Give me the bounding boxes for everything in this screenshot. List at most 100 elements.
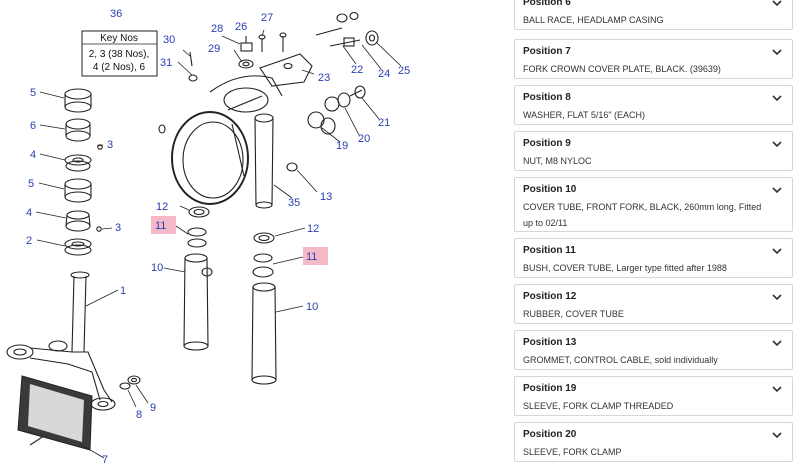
part-card-position-13[interactable]: Position 13 GROMMET, CONTROL CABLE, sold…	[514, 330, 793, 370]
part-position: Position 11	[523, 245, 576, 256]
sleeve-20-icon	[324, 92, 351, 112]
callout-1: 1	[120, 285, 126, 297]
chevron-down-icon[interactable]	[771, 430, 783, 440]
headlamp-casing-icon	[158, 75, 283, 209]
part-position: Position 7	[523, 46, 571, 57]
part-card-position-7[interactable]: Position 7 FORK CROWN COVER PLATE, BLACK…	[514, 39, 793, 79]
part-card-position-9[interactable]: Position 9 NUT, M8 NYLOC	[514, 131, 793, 171]
chevron-down-icon[interactable]	[771, 185, 783, 195]
screw-26-icon	[258, 34, 266, 52]
part-description: RUBBER, COVER TUBE	[523, 309, 624, 319]
sleeve-21-icon	[349, 85, 366, 99]
part-description: FORK CROWN COVER PLATE, BLACK. (39639)	[523, 64, 721, 74]
clamp-25-icon	[365, 30, 379, 46]
cover-tube-10-right-icon	[251, 282, 277, 385]
callout-21: 21	[378, 117, 390, 129]
callout-8: 8	[136, 409, 142, 421]
callout-23: 23	[318, 72, 330, 84]
cup-2-icon	[64, 238, 92, 256]
callout-4-mid: 4	[26, 207, 32, 219]
screw-27-icon	[279, 32, 287, 52]
part-position: Position 12	[523, 291, 577, 302]
callout-31: 31	[160, 57, 172, 69]
washer-29-icon	[238, 59, 254, 69]
part-description: SLEEVE, FORK CLAMP THREADED	[523, 401, 674, 411]
callout-11-right: 11	[306, 251, 317, 263]
callout-5-top: 5	[30, 87, 36, 99]
callout-12-left: 12	[156, 201, 168, 213]
callout-35: 35	[288, 197, 300, 209]
screw-30-icon	[189, 51, 193, 67]
callout-6: 6	[30, 120, 36, 132]
callout-20: 20	[358, 133, 370, 145]
stud-22-icon	[315, 27, 343, 36]
key-box-text: Key Nos 2, 3 (38 Nos), 4 (2 Nos), 6	[89, 33, 150, 73]
part-card-position-12[interactable]: Position 12 RUBBER, COVER TUBE	[514, 284, 793, 324]
chevron-down-icon[interactable]	[771, 384, 783, 394]
sleeve-19-icon	[307, 111, 336, 135]
part-position: Position 8	[523, 92, 571, 103]
chevron-down-icon[interactable]	[771, 292, 783, 302]
part-description: WASHER, FLAT 5/16" (EACH)	[523, 110, 646, 120]
callout-30: 30	[163, 34, 175, 46]
bracket-23-icon	[259, 53, 313, 87]
sleeve-24-icon	[329, 37, 361, 47]
part-position: Position 10	[523, 184, 577, 195]
part-position: Position 20	[523, 429, 577, 440]
callout-10-right: 10	[306, 301, 318, 313]
chevron-down-icon[interactable]	[771, 47, 783, 57]
bush-11-right-icon	[252, 253, 274, 278]
callout-19: 19	[336, 140, 348, 152]
chevron-down-icon[interactable]	[771, 93, 783, 103]
bush-11-left-icon	[187, 227, 207, 248]
callout-5-mid: 5	[28, 178, 34, 190]
callout-labels: 36 28 26 27 30 29 31 22 24 25 23 5 6 3 4…	[26, 8, 410, 464]
part-card-position-10[interactable]: Position 10 COVER TUBE, FRONT FORK, BLAC…	[514, 177, 793, 232]
callout-29: 29	[208, 43, 220, 55]
key-box	[81, 30, 158, 77]
callout-26: 26	[235, 21, 247, 33]
key-box-line1: 2, 3 (38 Nos),	[89, 49, 150, 60]
part-description: BALL RACE, HEADLAMP CASING	[523, 15, 664, 25]
rubber-12-right-icon	[253, 232, 275, 244]
part-card-position-6[interactable]: Position 6 BALL RACE, HEADLAMP CASING	[514, 0, 793, 30]
ball-bearing-3-low-icon	[96, 226, 102, 232]
callout-24: 24	[378, 68, 390, 80]
stem-1-icon	[70, 271, 90, 353]
part-card-position-19[interactable]: Position 19 SLEEVE, FORK CLAMP THREADED	[514, 376, 793, 416]
part-description: COVER TUBE, FRONT FORK, BLACK, 260mm lon…	[523, 202, 762, 228]
part-card-position-8[interactable]: Position 8 WASHER, FLAT 5/16" (EACH)	[514, 85, 793, 125]
callout-2: 2	[26, 235, 32, 247]
cover-tube-10-left-icon	[183, 253, 213, 351]
part-position: Position 19	[523, 383, 577, 394]
part-description: SLEEVE, FORK CLAMP	[523, 447, 622, 457]
callout-36: 36	[110, 8, 122, 20]
exploded-parts-diagram: 36 28 26 27 30 29 31 22 24 25 23 5 6 3 4…	[6, 8, 410, 464]
bolt-28-icon	[240, 36, 253, 52]
callout-7: 7	[102, 454, 108, 464]
washer-8-icon	[119, 382, 131, 390]
highlight-11-left	[151, 216, 176, 234]
callout-3-top: 3	[107, 139, 113, 151]
chevron-down-icon[interactable]	[771, 139, 783, 149]
callout-25: 25	[398, 65, 410, 77]
callout-13: 13	[320, 191, 332, 203]
callout-22: 22	[351, 64, 363, 76]
callout-12-right: 12	[307, 223, 319, 235]
ball-race-5-top-icon	[64, 88, 92, 113]
part-position: Position 13	[523, 337, 577, 348]
key-box-title: Key Nos	[100, 33, 138, 44]
cone-4-icon	[65, 210, 91, 232]
part-description: BUSH, COVER TUBE, Larger type fitted aft…	[523, 263, 727, 273]
part-position: Position 9	[523, 138, 571, 149]
part-description: GROMMET, CONTROL CABLE, sold individuall…	[523, 355, 718, 365]
callout-9: 9	[150, 402, 156, 414]
chevron-down-icon[interactable]	[771, 338, 783, 348]
ball-race-5-mid-icon	[64, 178, 92, 203]
part-card-position-20[interactable]: Position 20 SLEEVE, FORK CLAMP	[514, 422, 793, 462]
chevron-down-icon[interactable]	[771, 0, 783, 8]
part-card-position-11[interactable]: Position 11 BUSH, COVER TUBE, Larger typ…	[514, 238, 793, 278]
highlight-11-right	[303, 247, 328, 265]
chevron-down-icon[interactable]	[771, 246, 783, 256]
key-box-line2: 4 (2 Nos), 6	[93, 62, 146, 73]
